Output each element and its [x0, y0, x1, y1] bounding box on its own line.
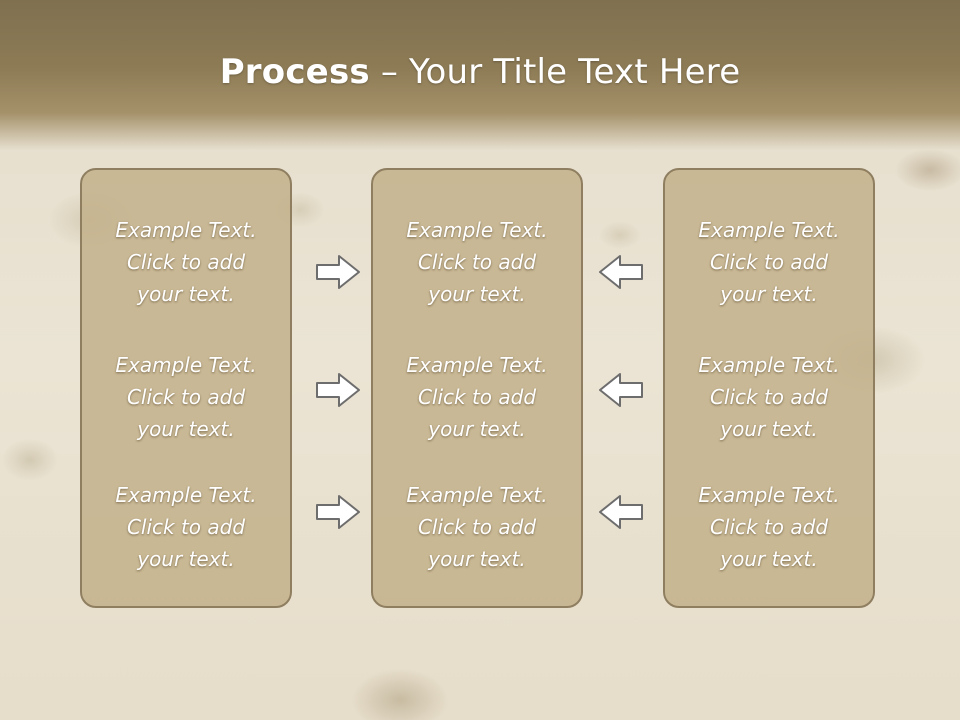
title-rest: – Your Title Text Here: [369, 52, 741, 92]
text-item[interactable]: Example Text. Click to add your text.: [665, 479, 873, 575]
item-line: Click to add: [709, 515, 829, 539]
arrow-left-icon: [599, 373, 643, 407]
item-line: your text.: [720, 282, 818, 306]
title-band: [0, 0, 960, 150]
text-item[interactable]: Example Text. Click to add your text.: [665, 349, 873, 445]
item-line: Example Text.: [115, 483, 257, 507]
item-line: Click to add: [126, 385, 246, 409]
item-line: Example Text.: [698, 353, 840, 377]
item-line: your text.: [720, 547, 818, 571]
arrow-right-icon: [316, 495, 360, 529]
item-line: Click to add: [417, 385, 537, 409]
item-line: your text.: [137, 547, 235, 571]
item-line: Example Text.: [406, 218, 548, 242]
item-line: your text.: [137, 417, 235, 441]
item-line: Example Text.: [406, 483, 548, 507]
item-line: Example Text.: [115, 218, 257, 242]
item-line: your text.: [428, 417, 526, 441]
arrow-left-icon: [599, 495, 643, 529]
text-item[interactable]: Example Text. Click to add your text.: [82, 349, 290, 445]
item-line: Example Text.: [698, 218, 840, 242]
text-item[interactable]: Example Text. Click to add your text.: [82, 479, 290, 575]
text-item[interactable]: Example Text. Click to add your text.: [373, 479, 581, 575]
title-bold: Process: [219, 52, 370, 92]
process-panel-center[interactable]: Example Text. Click to add your text. Ex…: [371, 168, 583, 608]
text-item[interactable]: Example Text. Click to add your text.: [82, 214, 290, 310]
item-line: Click to add: [126, 250, 246, 274]
text-item[interactable]: Example Text. Click to add your text.: [665, 214, 873, 310]
process-panel-left[interactable]: Example Text. Click to add your text. Ex…: [80, 168, 292, 608]
item-line: Example Text.: [115, 353, 257, 377]
item-line: Click to add: [126, 515, 246, 539]
item-line: your text.: [428, 282, 526, 306]
text-item[interactable]: Example Text. Click to add your text.: [373, 349, 581, 445]
slide-title[interactable]: Process – Your Title Text Here: [0, 52, 960, 92]
arrow-right-icon: [316, 373, 360, 407]
text-item[interactable]: Example Text. Click to add your text.: [373, 214, 581, 310]
item-line: Click to add: [709, 385, 829, 409]
item-line: your text.: [137, 282, 235, 306]
arrow-left-icon: [599, 255, 643, 289]
item-line: Click to add: [417, 515, 537, 539]
item-line: Example Text.: [698, 483, 840, 507]
item-line: Click to add: [417, 250, 537, 274]
process-panel-right[interactable]: Example Text. Click to add your text. Ex…: [663, 168, 875, 608]
item-line: your text.: [428, 547, 526, 571]
item-line: Click to add: [709, 250, 829, 274]
arrow-right-icon: [316, 255, 360, 289]
item-line: Example Text.: [406, 353, 548, 377]
item-line: your text.: [720, 417, 818, 441]
